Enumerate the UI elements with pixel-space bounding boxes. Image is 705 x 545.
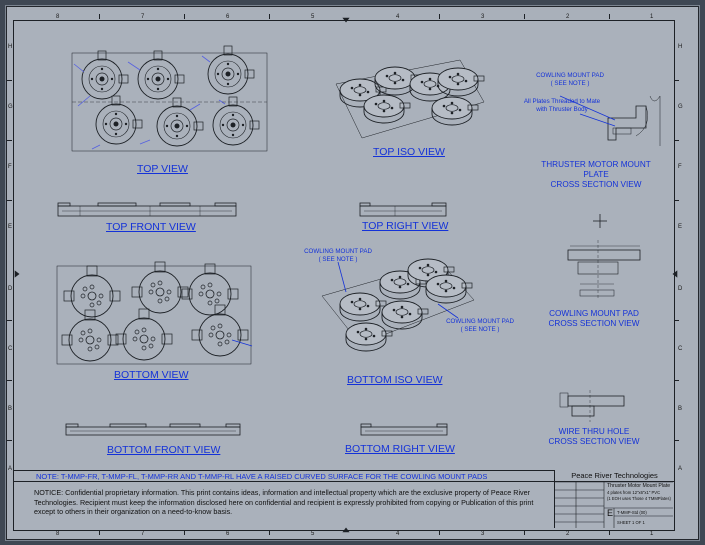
- zone-tick: [99, 14, 100, 19]
- cowling-section-drawing: [567, 240, 641, 300]
- zone-tick: [184, 530, 185, 535]
- zone-col-label: 4: [396, 531, 400, 537]
- zone-tick: [674, 200, 679, 201]
- zone-row-label: E: [678, 224, 683, 230]
- zone-tick: [609, 530, 610, 535]
- zone-row-label: F: [8, 164, 12, 170]
- zone-tick: [7, 380, 12, 381]
- zone-tick: [7, 440, 12, 441]
- zone-row-label: D: [8, 286, 13, 292]
- iso-cowling-pad-callout-right: COWLING MOUNT PAD ( SEE NOTE ): [446, 318, 514, 333]
- zone-tick: [7, 140, 12, 141]
- zone-col-label: 8: [56, 14, 60, 20]
- zone-tick: [439, 14, 440, 19]
- sheet-size: E: [607, 508, 614, 518]
- top-front-view-drawing: [57, 202, 237, 217]
- zone-col-label: 6: [226, 531, 230, 537]
- zone-tick: [524, 530, 525, 535]
- bottom-right-view-drawing: [360, 423, 448, 436]
- zone-tick: [269, 14, 270, 19]
- top-view-drawing: [71, 45, 268, 152]
- zone-col-label: 5: [311, 531, 315, 537]
- zone-tick: [7, 80, 12, 81]
- zone-col-label: 7: [141, 14, 145, 20]
- top-right-view-label: TOP RIGHT VIEW: [362, 220, 449, 232]
- top-front-view-label: TOP FRONT VIEW: [106, 221, 196, 233]
- zone-col-label: 6: [226, 14, 230, 20]
- zone-tick: [674, 80, 679, 81]
- zone-col-label: 5: [311, 14, 315, 20]
- zone-tick: [99, 530, 100, 535]
- drawing-description-1: 4 plates from 12"x6"x1" PVC: [607, 490, 661, 495]
- crosshair-mark: [593, 214, 607, 228]
- zone-tick: [269, 530, 270, 535]
- top-right-view-drawing: [359, 202, 447, 217]
- zone-tick: [7, 320, 12, 321]
- drawing-description-2: (1 EOH uses Those 4 TMMPlates): [607, 496, 671, 501]
- zone-tick: [674, 140, 679, 141]
- bottom-view-label: BOTTOM VIEW: [114, 369, 189, 381]
- wire-section-label: WIRE THRU HOLE CROSS SECTION VIEW: [548, 427, 640, 446]
- zone-col-label: 2: [566, 531, 570, 537]
- zone-tick: [7, 200, 12, 201]
- zone-row-label: G: [678, 104, 683, 110]
- zone-col-label: 3: [481, 14, 485, 20]
- zone-tick: [674, 380, 679, 381]
- top-view-label: TOP VIEW: [137, 163, 188, 175]
- zone-row-label: E: [8, 224, 13, 230]
- zone-tick: [184, 14, 185, 19]
- thruster-section-drawing: [559, 95, 661, 146]
- wire-section-drawing: [559, 390, 625, 422]
- cowling-note: NOTE: T-MMP-FR, T-MMP-FL, T-MMP-RR AND T…: [14, 470, 554, 482]
- bottom-iso-view-label: BOTTOM ISO VIEW: [347, 374, 443, 386]
- sheet-center-marks: [14, 17, 678, 533]
- zone-col-label: 8: [56, 531, 60, 537]
- cowling-section-label: COWLING MOUNT PAD CROSS SECTION VIEW: [548, 309, 640, 328]
- zone-col-label: 1: [650, 14, 654, 20]
- zone-col-label: 1: [650, 531, 654, 537]
- zone-tick: [439, 530, 440, 535]
- bottom-right-view-label: BOTTOM RIGHT VIEW: [345, 443, 455, 455]
- drawing-title: Thruster Motor Mount Plate: [607, 483, 671, 489]
- bottom-view-drawing: [56, 261, 253, 365]
- zone-col-label: 4: [396, 14, 400, 20]
- iso-cowling-pad-callout-left: COWLING MOUNT PAD ( SEE NOTE ): [304, 248, 372, 263]
- sheet-number: SHEET 1 OF 1: [617, 520, 645, 525]
- cowling-pad-callout: COWLING MOUNT PAD ( SEE NOTE ): [536, 72, 604, 87]
- zone-row-label: C: [8, 346, 13, 352]
- drawing-number: T-MMP-Std (00): [617, 510, 647, 515]
- zone-row-label: C: [678, 346, 683, 352]
- zone-row-label: B: [678, 406, 683, 412]
- title-block-grid: [554, 481, 673, 528]
- thruster-section-label: THRUSTER MOTOR MOUNT PLATE CROSS SECTION…: [541, 160, 651, 189]
- zone-row-label: G: [8, 104, 13, 110]
- zone-col-label: 7: [141, 531, 145, 537]
- top-iso-view-drawing: [335, 59, 485, 139]
- zone-row-label: D: [678, 286, 683, 292]
- confidential-notice: NOTICE: Confidential proprietary informa…: [34, 488, 534, 516]
- bottom-front-view-drawing: [65, 423, 241, 436]
- zone-tick: [609, 14, 610, 19]
- zone-col-label: 2: [566, 14, 570, 20]
- threaded-callout: All Plates Threaded to Mate with Thruste…: [523, 98, 601, 113]
- zone-row-label: H: [678, 44, 683, 50]
- company-name: Peace River Technologies: [555, 470, 674, 482]
- zone-tick: [674, 440, 679, 441]
- bottom-iso-view-drawing: [321, 258, 475, 352]
- bottom-front-view-label: BOTTOM FRONT VIEW: [107, 444, 221, 456]
- zone-col-label: 3: [481, 531, 485, 537]
- title-block: Peace River Technologies Thruster Motor …: [554, 470, 674, 528]
- zone-tick: [674, 320, 679, 321]
- zone-row-label: A: [8, 466, 13, 472]
- zone-tick: [524, 14, 525, 19]
- zone-row-label: B: [8, 406, 13, 412]
- top-iso-view-label: TOP ISO VIEW: [373, 146, 445, 158]
- zone-row-label: A: [678, 466, 683, 472]
- zone-row-label: F: [678, 164, 682, 170]
- zone-row-label: H: [8, 44, 13, 50]
